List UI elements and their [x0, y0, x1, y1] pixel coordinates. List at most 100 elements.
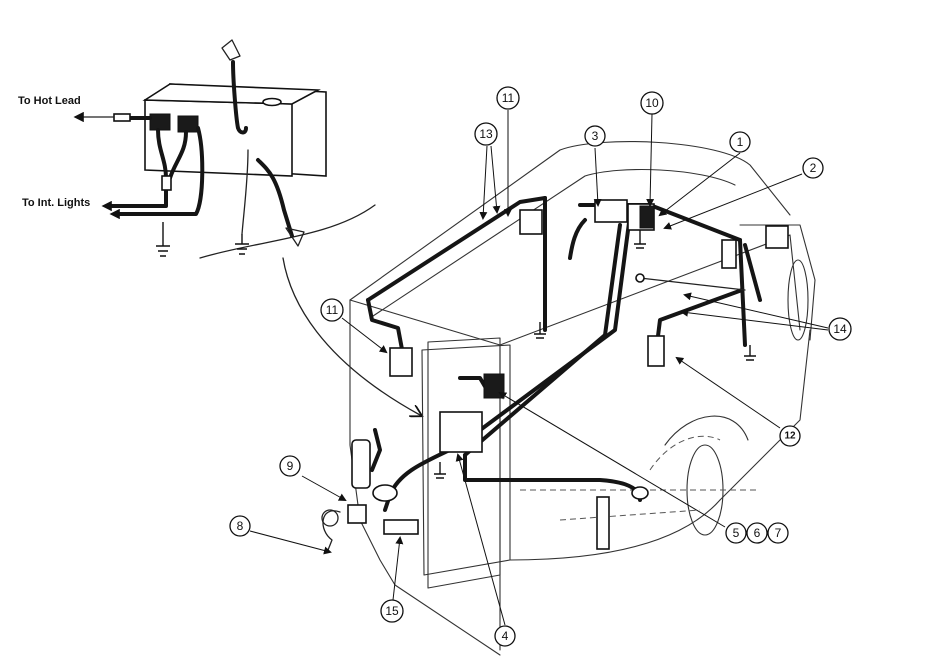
- leader-1: [658, 152, 741, 217]
- van-body: [349, 141, 816, 656]
- main-diagonal-harness: [458, 213, 632, 447]
- switch-lead: [568, 218, 587, 260]
- svg-text:5: 5: [733, 526, 740, 540]
- leader-12: [675, 356, 781, 429]
- callout-5: 5: [725, 522, 747, 544]
- callout-6: 6: [746, 522, 768, 544]
- svg-text:10: 10: [645, 96, 659, 110]
- converter-box: [439, 411, 483, 453]
- leader-8: [249, 530, 332, 555]
- tail-lead: [370, 428, 382, 472]
- hookup-box-15: [383, 519, 419, 535]
- leader-14a: [683, 292, 829, 329]
- svg-text:7: 7: [775, 526, 782, 540]
- callout-9: 9: [279, 455, 301, 477]
- callout-13: 13: [474, 122, 498, 146]
- roof-junction: [519, 209, 543, 235]
- control-box-1: [639, 205, 655, 229]
- svg-text:11: 11: [326, 303, 339, 317]
- ground-symbol: [156, 222, 170, 257]
- right-lamp-top: [721, 239, 737, 269]
- plug-receptacle: [347, 504, 367, 524]
- van-rear-door: [427, 337, 501, 589]
- inset-drain-hose: [256, 158, 294, 238]
- callout-2: 2: [802, 157, 824, 179]
- inset-fuse: [161, 175, 172, 191]
- inset-tank-top: [142, 83, 321, 105]
- roof-harness: [366, 196, 547, 302]
- van-side-front: [719, 329, 811, 501]
- svg-text:13: 13: [479, 127, 493, 141]
- svg-text:9: 9: [287, 459, 294, 473]
- leader-14b: [680, 308, 829, 331]
- svg-text:11: 11: [502, 91, 515, 105]
- van-side-bottom: [509, 499, 721, 561]
- battery: [765, 225, 789, 249]
- callout-11a: 11: [496, 86, 520, 110]
- inset-connector-a: [149, 113, 171, 131]
- leader-11b: [341, 317, 388, 354]
- callout-15: 15: [380, 599, 404, 623]
- ground-symbol-2: [235, 234, 249, 255]
- right-lamp-lower: [647, 335, 665, 367]
- van-ground-3: [744, 345, 756, 361]
- control-box-3: [594, 199, 628, 223]
- svg-text:8: 8: [237, 519, 244, 533]
- callout-3: 3: [584, 125, 606, 147]
- left-lamp-lead: [366, 298, 406, 362]
- svg-text:15: 15: [385, 604, 399, 618]
- hot-lead-label: To Hot Lead: [18, 95, 81, 107]
- leader-10: [646, 113, 655, 207]
- tail-light-left: [351, 439, 371, 489]
- leader-lines: [249, 110, 829, 626]
- rear-connector: [372, 484, 398, 502]
- inset-inline-fuse: [113, 113, 131, 122]
- left-lamp: [389, 347, 413, 377]
- grommet: [635, 273, 645, 283]
- right-harness-b: [743, 243, 762, 302]
- svg-text:1: 1: [737, 135, 744, 149]
- svg-text:6: 6: [754, 526, 761, 540]
- inset-ground-wire: [241, 149, 249, 235]
- leader-3: [593, 147, 602, 207]
- cab-outline: [739, 224, 816, 341]
- leader-4: [455, 453, 506, 626]
- inset-border: [199, 204, 376, 259]
- van-rear-outline: [349, 299, 501, 656]
- svg-text:4: 4: [502, 629, 509, 643]
- van-ground-4: [434, 462, 446, 479]
- inset-to-van-arrow: [282, 257, 420, 415]
- cross-wire: [639, 277, 746, 291]
- van-side-top: [499, 234, 801, 346]
- inset-wire-d: [108, 190, 168, 208]
- cord-coil: [321, 509, 339, 527]
- wheel-arch: [664, 415, 749, 446]
- callout-4: 4: [494, 625, 516, 647]
- van-wiring: [321, 196, 789, 551]
- side-marker-connector: [631, 486, 649, 500]
- leader-13b: [490, 145, 501, 214]
- callout-11b: 11: [320, 298, 344, 322]
- rear-cross-harness: [463, 453, 642, 502]
- inset-connector-b: [177, 115, 199, 133]
- main-diagonal-harness-2: [463, 223, 622, 457]
- front-wheel: [787, 259, 809, 341]
- side-marker-light: [596, 496, 610, 550]
- callout-10: 10: [640, 91, 664, 115]
- leader-15: [392, 536, 404, 601]
- callout-12: 12: [779, 425, 801, 447]
- leader-13a: [479, 145, 488, 220]
- leader-567: [498, 391, 726, 528]
- inset-hose: [231, 60, 248, 135]
- callout-7: 7: [767, 522, 789, 544]
- inset-drain-arrow: [285, 227, 305, 247]
- van-rear-corner: [349, 299, 501, 651]
- inset-tank: [144, 99, 293, 177]
- van-ground-1: [534, 322, 546, 339]
- leader-9: [301, 475, 347, 501]
- inset-wire-b: [168, 130, 188, 180]
- inset-detail: To Hot Lead To Int. Lights: [18, 39, 376, 259]
- callout-8: 8: [229, 515, 251, 537]
- van-ground-2: [634, 230, 646, 249]
